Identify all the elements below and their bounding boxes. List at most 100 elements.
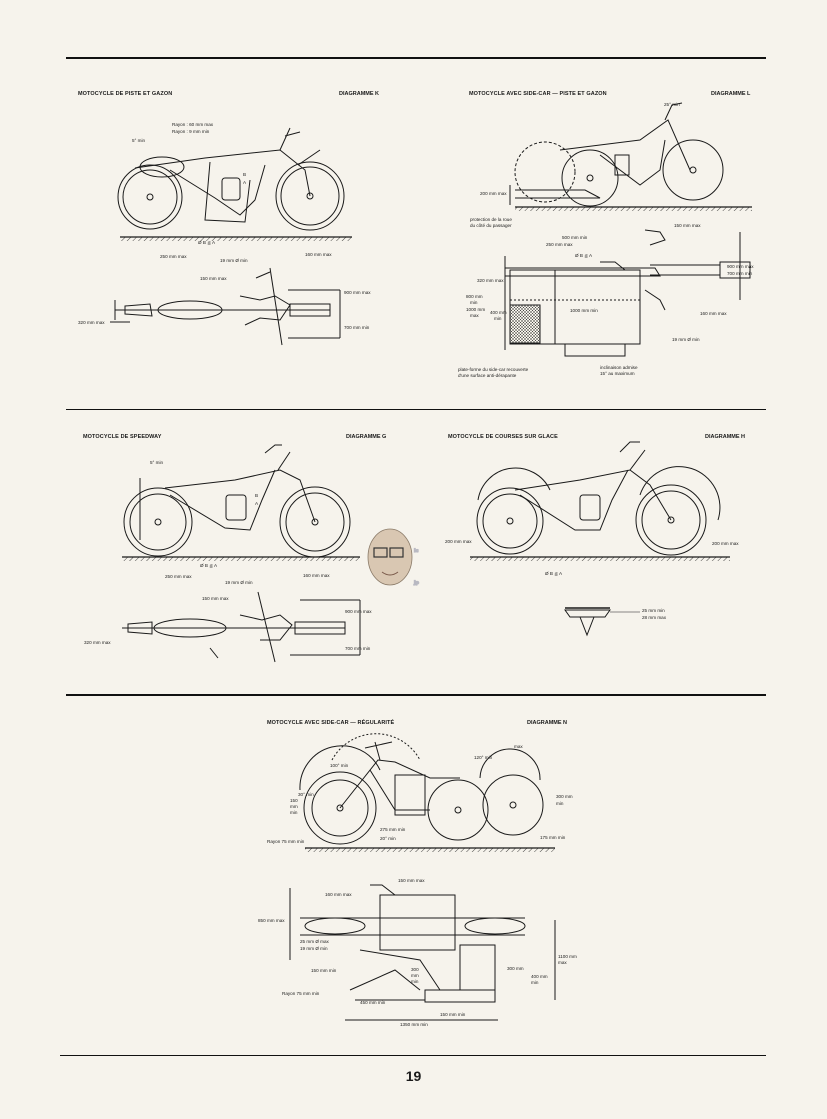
panel-k-diagram: DIAGRAMME K [339,91,380,97]
svg-text:jp: jp [413,580,420,586]
svg-text:lc: lc [414,548,419,554]
l-d500: 500 mm min [562,235,588,240]
l-d400a: 400 mm [490,310,507,315]
n-d275: 275 mm min [380,827,406,832]
n-a20: 20° min [380,836,396,841]
panel-g-title: MOTOCYCLE DE SPEEDWAY [83,434,162,440]
n-d175: 175 mm min [540,835,566,840]
h-d200a: 200 mm max [445,539,472,544]
h-dia: Ø B ≦ A [545,571,563,576]
l-prot2: du côté du passager [470,223,512,228]
l-angle: 25° min [664,102,680,107]
l-d320: 320 mm max [477,278,504,283]
n-p450: 450 mm min [360,1000,386,1005]
l-d19: 19 mm Ø min [672,337,700,342]
n-min: min [290,810,298,815]
l-incl1: inclinaison admise [600,365,638,370]
g-d160: 160 mm max [303,573,330,578]
l-d800a: 800 mm [466,294,483,299]
diagram-l-side-view [509,102,752,211]
diagram-k-side-view [117,127,352,241]
n-d300a: 300 mm [556,794,573,799]
panel-h-diagram: DIAGRAMME H [705,434,746,440]
n-a30: 30° min [298,792,314,797]
panel-n-title: MOTOCYCLE AVEC SIDE-CAR — RÉGULARITÉ [267,720,395,726]
bottom-rule [60,1055,766,1056]
k-d19: 19 mm Ø min [220,258,248,263]
h-d25: 25 mm min [642,608,665,613]
n-p400: 400 mm [531,974,548,979]
diagram-h-spike-detail [564,607,640,637]
k-angle: 5° min [132,138,146,143]
g-d250: 250 mm max [165,574,192,579]
g-b: B [255,493,258,498]
n-mm: mm [290,804,298,809]
diagram-h-side-view [470,441,730,561]
n-p1100a: 1100 mm [558,954,577,959]
diagram-g-plan-view [122,591,361,663]
k-d160: 160 mm max [305,252,332,257]
l-d900: 900 mm max [727,264,754,269]
n-p1350: 1350 mm min [400,1022,428,1027]
l-dia: Ø B ≦ A [575,253,593,258]
watermark-stamp: lc jp [367,528,420,587]
n-p150min: 150 mm min [311,968,337,973]
top-rule [66,57,766,59]
n-p300b: mm [411,973,419,978]
panel-l-title: MOTOCYCLE AVEC SIDE-CAR — PISTE ET GAZON [469,91,607,97]
l-d1000: 1000 mm min [570,308,598,313]
n-p150: 150 mm max [398,878,425,883]
panel-h-title: MOTOCYCLE DE COURSES SUR GLACE [448,434,558,440]
n-p400b: min [531,980,539,985]
g-d150: 150 mm max [202,596,229,601]
l-d160: 160 mm max [700,311,727,316]
l-plat1: plate-forme du side-car recouverte [458,367,529,372]
panel-k-title: MOTOCYCLE DE PISTE ET GAZON [78,91,173,97]
page-number: 19 [405,1068,422,1084]
diagram-g-side-view [122,444,360,561]
panel-g-diagram: DIAGRAMME G [346,434,387,440]
g-d700: 700 mm min [345,646,371,651]
k-d900: 900 mm max [344,290,371,295]
g-a: A [255,501,259,506]
k-rayon2: Rayon : 9 mm min [172,129,210,134]
l-d400b: min [494,316,502,321]
l-d800b: min [470,300,478,305]
panel-l-diagram: DIAGRAMME L [711,91,751,97]
h-d200b: 200 mm max [712,541,739,546]
k-a: A [243,180,247,185]
diagram-n-side-view [299,733,555,852]
diagram-n-plan-view [289,884,556,1021]
l-prot1: protection de la roue [470,217,512,222]
n-p300a: 300 [411,967,419,972]
middle-rule-1 [66,409,766,410]
g-d19: 19 mm Ø min [225,580,253,585]
n-d150: 150 [290,798,298,803]
k-d700: 700 mm min [344,325,370,330]
n-a100: 100° min [330,763,349,768]
n-p1100b: max [558,960,567,965]
diagram-l-plan-view [504,229,751,357]
k-d250: 250 mm max [160,254,187,259]
g-dia: Ø B ≦ A [200,563,218,568]
n-max: max [514,744,523,749]
n-p300c: min [411,979,419,984]
n-p300r: 300 mm [507,966,524,971]
k-dia: Ø B ≦ A [198,240,216,245]
l-d150: 150 mm max [674,223,701,228]
n-a120: 120° min [474,755,493,760]
panel-n-diagram: DIAGRAMME N [527,720,568,726]
l-d700: 700 mm min [727,271,753,276]
l-plat2: d'une surface anti-dérapante [458,373,517,378]
diagram-k-plan-view [110,267,341,346]
n-p19: 19 mm Ø min [300,946,328,951]
n-rayon: Rayon 75 mm min [267,839,305,844]
n-prayon: Rayon 75 mm min [282,991,320,996]
h-d28: 28 mm max [642,615,667,620]
k-b: B [243,172,246,177]
l-d1000b: max [470,313,479,318]
l-d250: 250 mm max [546,242,573,247]
n-d300b: min [556,801,564,806]
l-d1000a: 1000 mm [466,307,485,312]
